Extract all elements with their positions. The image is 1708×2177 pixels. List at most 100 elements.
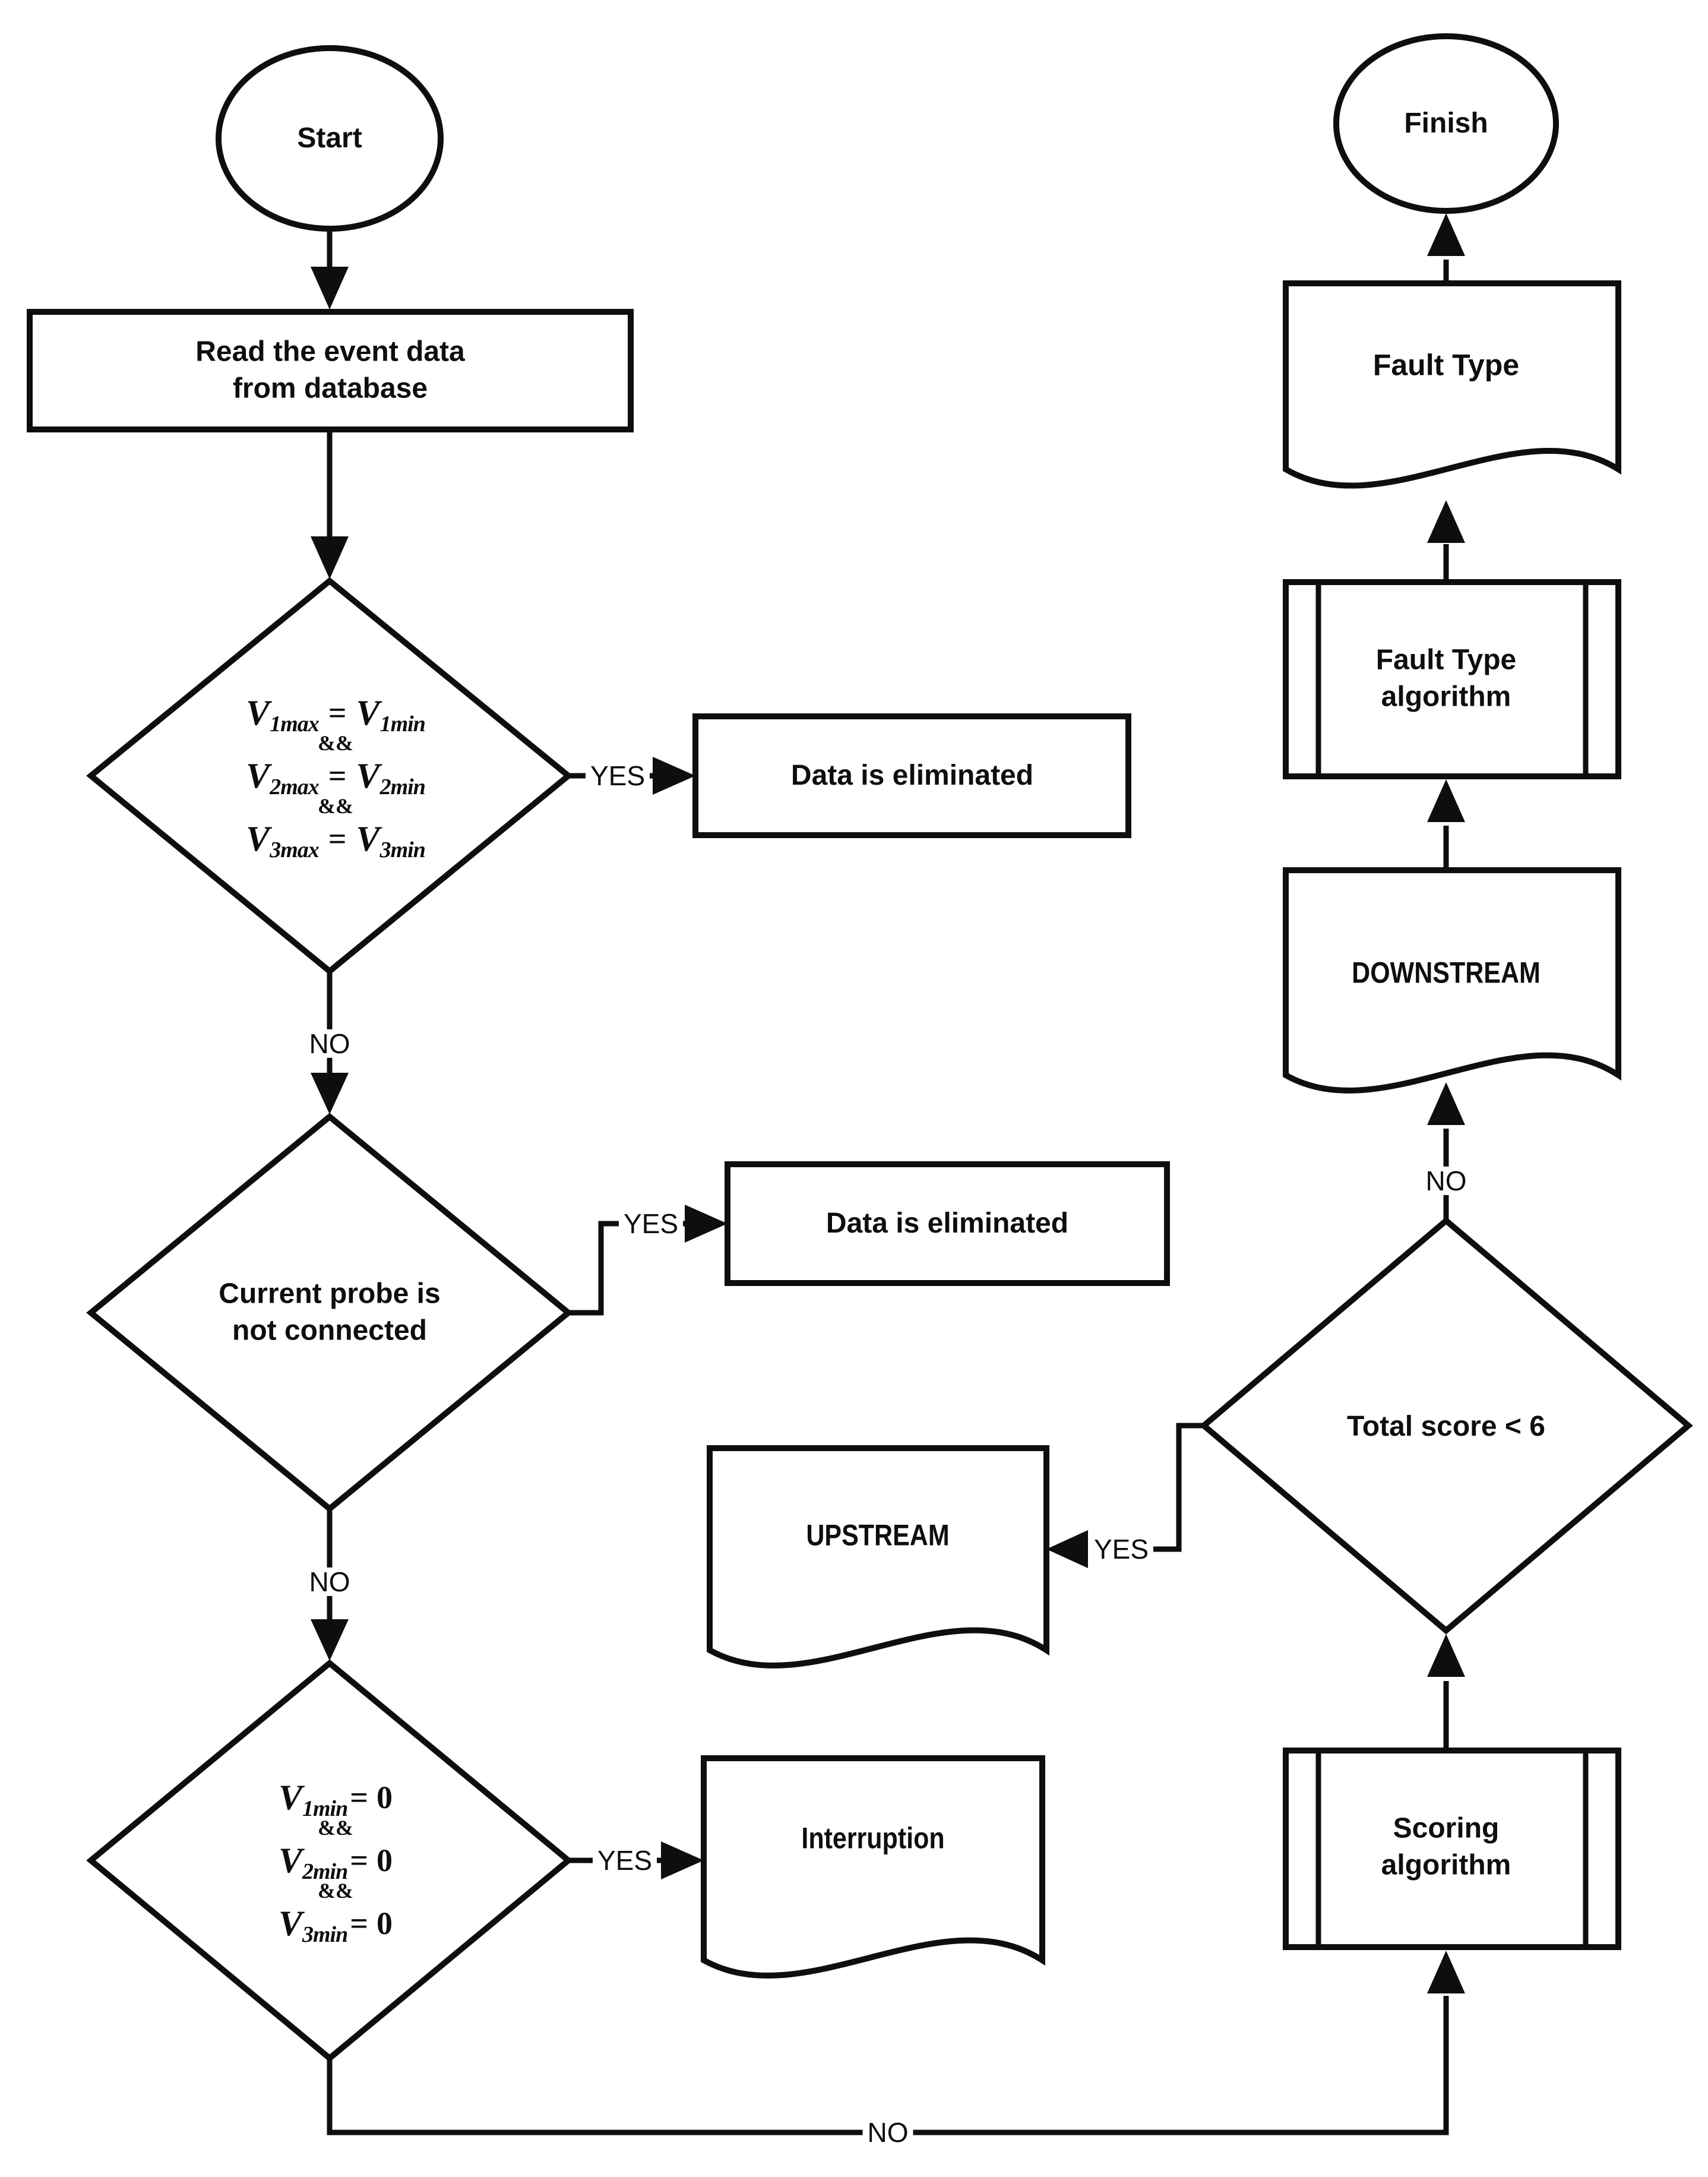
finish-terminator-ellipse xyxy=(1333,33,1559,214)
zero-value: 0 xyxy=(377,1906,393,1941)
edge-label-no-1: NO xyxy=(304,1029,355,1058)
start-label: Start xyxy=(297,122,362,154)
edge-label-yes-2: YES xyxy=(618,1209,684,1238)
scoring-line2: algorithm xyxy=(1381,1850,1511,1881)
arrowhead-scoring-to-totalscore xyxy=(1427,1634,1465,1677)
var-v: V xyxy=(246,819,270,858)
upstream-document xyxy=(707,1445,1049,1669)
equals-op: = xyxy=(328,695,347,731)
arrowhead-voltage-no xyxy=(311,1073,349,1114)
and-operator: && xyxy=(318,1879,353,1903)
var-v: V xyxy=(356,756,380,795)
downstream-document xyxy=(1283,867,1621,1094)
scoring-algorithm-label: Scoring algorithm xyxy=(1381,1811,1511,1885)
edge-label-yes-1: YES xyxy=(585,762,650,790)
equals-op: = xyxy=(350,1780,369,1815)
var-v: V xyxy=(278,1777,302,1817)
var-sub: 3max xyxy=(270,838,320,862)
and-operator: && xyxy=(318,794,353,818)
arrowhead-totalscore-yes xyxy=(1046,1530,1088,1568)
probe-check-line1: Current probe is xyxy=(219,1278,441,1310)
probe-check-line2: not connected xyxy=(232,1315,428,1347)
fault-type-algorithm-line1: Fault Type xyxy=(1375,644,1517,676)
arrowhead-voltage-yes xyxy=(653,757,695,795)
var-sub: 2min xyxy=(302,1859,348,1884)
equals-op: = xyxy=(328,758,347,794)
read-db-label: Read the event data from database xyxy=(195,334,464,408)
edge-label-no-4: NO xyxy=(1421,1167,1472,1195)
data-eliminated-2-label: Data is eliminated xyxy=(825,1207,1069,1239)
arrowhead-read-to-voltage xyxy=(311,536,349,579)
data-eliminated-1-rect xyxy=(692,713,1131,838)
arrow-totalscore-yes-elbow xyxy=(1093,1423,1204,1552)
arrowhead-downstream-up xyxy=(1427,779,1465,822)
downstream-label: DOWNSTREAM xyxy=(1336,954,1555,993)
arrowhead-totalscore-no xyxy=(1427,1082,1465,1125)
arrowhead-faulttypealgo-up xyxy=(1427,500,1465,543)
scoring-algorithm-rect xyxy=(1283,1748,1621,1950)
upstream-label: UPSTREAM xyxy=(795,1516,961,1555)
start-terminator-ellipse xyxy=(216,45,444,232)
fault-type-doc-label: Fault Type xyxy=(1372,348,1520,382)
var-sub: 1max xyxy=(270,712,320,737)
and-operator: && xyxy=(318,1816,353,1840)
edge-label-no-2: NO xyxy=(304,1568,355,1596)
data-eliminated-1-label: Data is eliminated xyxy=(790,759,1034,791)
equals-op: = xyxy=(350,1906,369,1941)
fault-type-algorithm-line2: algorithm xyxy=(1381,681,1511,713)
upstream-text: UPSTREAM xyxy=(806,1518,950,1552)
arrowhead-bottom-no-into-scoring xyxy=(1427,1951,1465,1993)
voltage-equal-diamond xyxy=(86,577,573,975)
interruption-label: Interruption xyxy=(790,1819,957,1858)
read-db-line2: from database xyxy=(232,373,428,405)
fault-type-algorithm-label: Fault Type algorithm xyxy=(1376,642,1516,716)
and-operator: && xyxy=(318,731,353,755)
data-eliminated-2-rect xyxy=(725,1161,1170,1286)
read-db-line1: Read the event data xyxy=(195,336,465,368)
vmin-zero-diamond xyxy=(86,1659,573,2062)
var-v: V xyxy=(278,1840,302,1880)
finish-label: Finish xyxy=(1404,107,1488,139)
arrowhead-vmin-yes xyxy=(661,1841,704,1879)
total-score-diamond xyxy=(1199,1217,1693,1635)
var-sub: 2max xyxy=(270,775,320,800)
arrowhead-start-to-read xyxy=(311,267,349,309)
edge-label-yes-3: YES xyxy=(592,1846,657,1875)
zero-value: 0 xyxy=(377,1843,393,1878)
var-v: V xyxy=(278,1903,302,1943)
arrowhead-probe-no xyxy=(311,1619,349,1661)
total-score-label: Total score < 6 xyxy=(1347,1410,1545,1442)
interruption-text: Interruption xyxy=(801,1821,945,1855)
probe-diamond xyxy=(86,1113,573,1513)
var-sub: 1min xyxy=(379,712,426,737)
var-v: V xyxy=(246,693,270,732)
var-sub: 1min xyxy=(302,1796,348,1821)
fault-type-algorithm-rect xyxy=(1283,579,1621,779)
edge-label-yes-4: YES xyxy=(1089,1535,1154,1563)
var-v: V xyxy=(356,693,380,732)
var-sub: 2min xyxy=(379,775,426,800)
scoring-line1: Scoring xyxy=(1393,1812,1500,1844)
equals-op: = xyxy=(350,1843,369,1878)
arrow-vmin-no-bottom-path xyxy=(327,1996,1449,2135)
read-db-rect xyxy=(27,309,634,432)
zero-value: 0 xyxy=(377,1780,393,1815)
arrowhead-probe-yes xyxy=(685,1205,728,1243)
interruption-document xyxy=(701,1755,1045,1979)
var-sub: 3min xyxy=(302,1922,348,1947)
edge-label-no-3: NO xyxy=(862,2118,913,2147)
var-v: V xyxy=(246,756,270,795)
fault-type-document xyxy=(1283,280,1621,489)
arrowhead-into-finish xyxy=(1427,213,1465,256)
downstream-text: DOWNSTREAM xyxy=(1352,956,1541,990)
